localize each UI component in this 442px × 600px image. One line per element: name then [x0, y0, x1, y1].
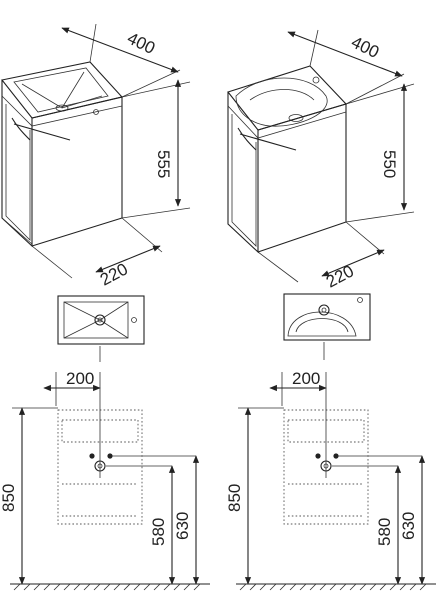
right-elevation: 200 850 580 630	[225, 369, 436, 591]
left-waste-height-label: 580	[149, 518, 168, 546]
right-supply-height-label: 630	[399, 512, 418, 540]
right-total-height-label: 850	[225, 484, 244, 512]
right-height-label: 550	[380, 150, 399, 178]
left-cabinet-iso: 400 555 220	[1, 23, 191, 290]
left-depth-label: 220	[97, 259, 131, 289]
right-cabinet-iso: 400 550 220	[227, 29, 415, 292]
left-supply-height-label: 630	[173, 512, 192, 540]
left-offset-label: 200	[66, 369, 94, 388]
left-height-label: 555	[154, 150, 173, 178]
left-total-height-label: 850	[0, 484, 18, 512]
right-offset-label: 200	[292, 369, 320, 388]
left-top-view	[57, 295, 145, 362]
left-basin-bowl	[13, 67, 109, 113]
right-waste-height-label: 580	[375, 518, 394, 546]
right-depth-label: 220	[323, 261, 357, 291]
left-elevation: 200 850 580 630	[0, 369, 210, 591]
right-top-view	[283, 293, 371, 360]
